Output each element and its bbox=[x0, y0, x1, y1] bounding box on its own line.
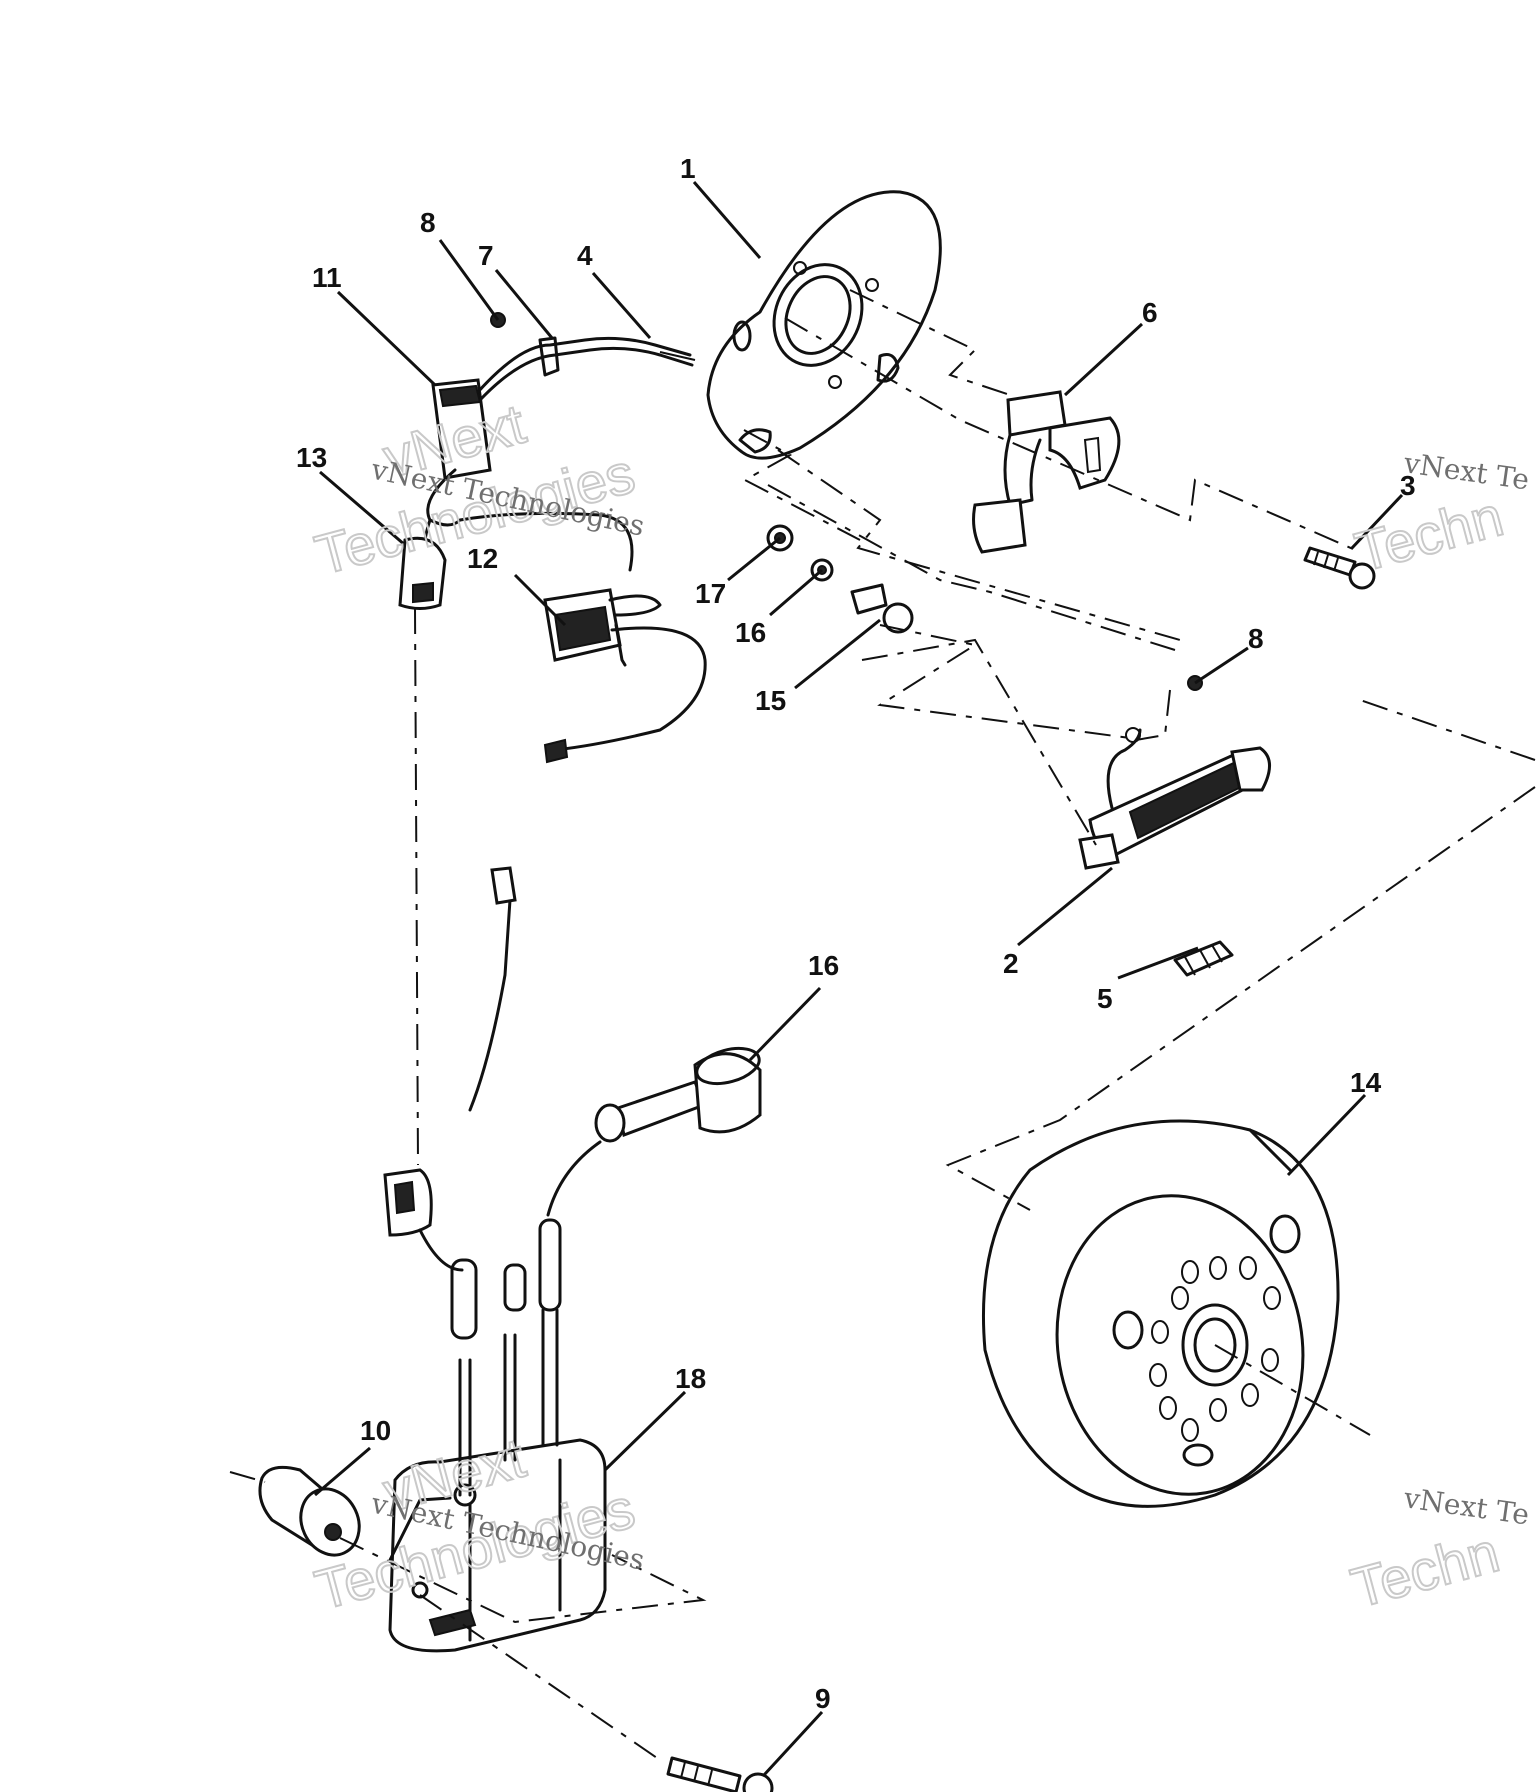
assembly-lines bbox=[229, 289, 1536, 1761]
label-part-15: 15 bbox=[755, 685, 786, 716]
label-part-2: 2 bbox=[1003, 948, 1019, 979]
watermark-edge-text: vNext Te bbox=[1401, 446, 1531, 496]
exciter-coil bbox=[1078, 727, 1271, 977]
watermark-edge-bottom: vNext Te Techn bbox=[1344, 1481, 1531, 1620]
stator-plate bbox=[706, 190, 942, 460]
label-part-1: 1 bbox=[680, 153, 696, 184]
flywheel bbox=[981, 1119, 1340, 1508]
screw-3 bbox=[1303, 546, 1376, 590]
watermark-edge-text: vNext Te bbox=[1401, 1481, 1531, 1531]
label-part-5: 5 bbox=[1097, 983, 1113, 1014]
label-part-13: 13 bbox=[296, 442, 327, 473]
flywheel-holes bbox=[1112, 1214, 1301, 1467]
label-part-9: 9 bbox=[815, 1683, 831, 1714]
leader-lines bbox=[314, 181, 1404, 1777]
label-part-18: 18 bbox=[675, 1363, 706, 1394]
label-part-16b: 16 bbox=[808, 950, 839, 981]
pickup-coil bbox=[972, 390, 1121, 554]
label-part-4: 4 bbox=[577, 240, 593, 271]
label-part-10: 10 bbox=[360, 1415, 391, 1446]
wiring-harness bbox=[398, 336, 707, 764]
part-labels: 1 6 3 4 7 8 11 13 12 17 16 15 8 2 5 16 1… bbox=[296, 153, 1416, 1714]
label-part-3: 3 bbox=[1400, 470, 1416, 501]
spark-plug-cap bbox=[546, 1046, 762, 1217]
lead-connector bbox=[383, 866, 517, 1272]
label-part-17: 17 bbox=[695, 578, 726, 609]
label-part-8: 8 bbox=[420, 207, 436, 238]
label-part-11: 11 bbox=[312, 262, 342, 293]
watermark-edge-top: vNext Te Techn bbox=[1348, 446, 1531, 584]
label-part-14: 14 bbox=[1350, 1067, 1382, 1098]
label-part-6: 6 bbox=[1142, 297, 1158, 328]
label-part-8b: 8 bbox=[1248, 623, 1264, 654]
label-part-16: 16 bbox=[735, 617, 766, 648]
ignition-coil bbox=[388, 1218, 607, 1653]
watermark-edge-big: Techn bbox=[1349, 484, 1510, 584]
screw-9 bbox=[666, 1756, 774, 1792]
label-part-12: 12 bbox=[467, 543, 498, 574]
spacer-10 bbox=[258, 1465, 361, 1557]
watermark-edge-big: Techn bbox=[1345, 1520, 1506, 1620]
label-part-7: 7 bbox=[478, 240, 494, 271]
